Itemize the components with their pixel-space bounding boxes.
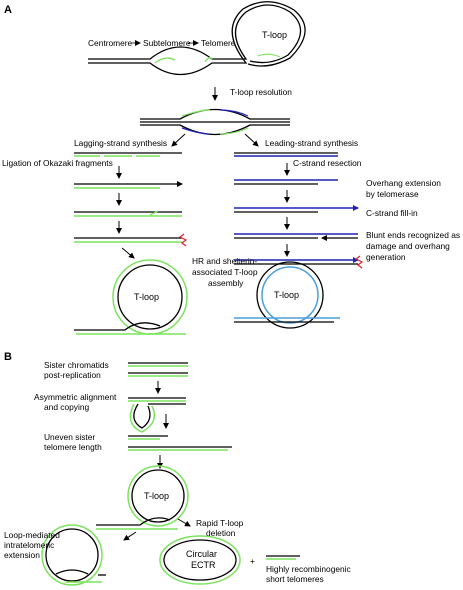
short-telomeres-label: short telomeres — [266, 574, 324, 584]
c-strand-resection-label: C-strand resection — [293, 158, 362, 168]
loop-med-label-3: extension — [4, 550, 40, 560]
loop-mediated-extension — [41, 524, 106, 586]
asym-label-2: and copying — [44, 402, 90, 412]
overhang-ext-label-1: Overhang extension — [366, 178, 441, 188]
leading-strand-column — [234, 152, 364, 269]
blunt-label-1: Blunt ends recognized as — [366, 230, 460, 240]
t-loop-label-top: T-loop — [262, 30, 287, 40]
lagging-label: Lagging-strand synthesis — [74, 138, 167, 148]
panel-a-letter: A — [4, 4, 12, 16]
t-loop-label-right: T-loop — [274, 290, 299, 300]
centromere-label: Centromere — [88, 38, 133, 48]
loop-med-label-2: intratelomeric — [4, 540, 54, 550]
loop-med-label-1: Loop-mediated — [4, 530, 60, 540]
blunt-label-3: generation — [366, 252, 406, 262]
ligation-label: Ligation of Okazaki fragments — [2, 158, 113, 168]
uneven-label-1: Uneven sister — [44, 432, 95, 442]
telomere-label: Telomere — [201, 38, 236, 48]
t-loop-label-left: T-loop — [134, 292, 159, 302]
c-strand-fill-label: C-strand fill-in — [366, 208, 418, 218]
t-loop-left — [74, 259, 188, 335]
lagging-strand-column — [74, 152, 188, 247]
hr-label-2: associated T-loop — [192, 267, 258, 277]
overhang-ext-label-2: by telomerase — [366, 189, 419, 199]
circular-label-2: ECTR — [191, 560, 216, 570]
replication-bubble — [140, 108, 290, 136]
uneven-label-2: telomere length — [44, 442, 102, 452]
short-telomeres — [266, 555, 300, 560]
t-loop-label-b: T-loop — [144, 491, 169, 501]
subtelomere-label: Subtelomere — [143, 38, 191, 48]
t-loop-b — [96, 465, 189, 530]
sister-chromatids — [128, 362, 188, 377]
hr-label-1: HR and shelterin- — [192, 256, 257, 266]
rapid-label-2: deletion — [206, 528, 236, 538]
asym-label-1: Asymmetric alignment — [34, 392, 117, 402]
leading-label: Leading-strand synthesis — [265, 138, 358, 148]
t-loop-right — [234, 261, 340, 329]
hr-label-3: assembly — [208, 278, 244, 288]
asymmetric-alignment — [128, 397, 186, 433]
blunt-label-2: damage and overhang — [366, 241, 450, 251]
circular-label-1: Circular — [186, 549, 217, 559]
circular-ectr — [159, 535, 241, 585]
top-chromosome — [88, 1, 306, 76]
uneven-sisters — [128, 435, 232, 451]
plus-sign: + — [250, 556, 255, 566]
panel-b-letter: B — [4, 351, 12, 363]
sister-label-2: post-replication — [44, 370, 101, 380]
sister-label-1: Sister chromatids — [44, 360, 109, 370]
highly-recombinogenic-label: Highly recombinogenic — [266, 564, 351, 574]
rapid-label-1: Rapid T-loop — [196, 518, 244, 528]
t-loop-resolution-label: T-loop resolution — [230, 87, 292, 97]
